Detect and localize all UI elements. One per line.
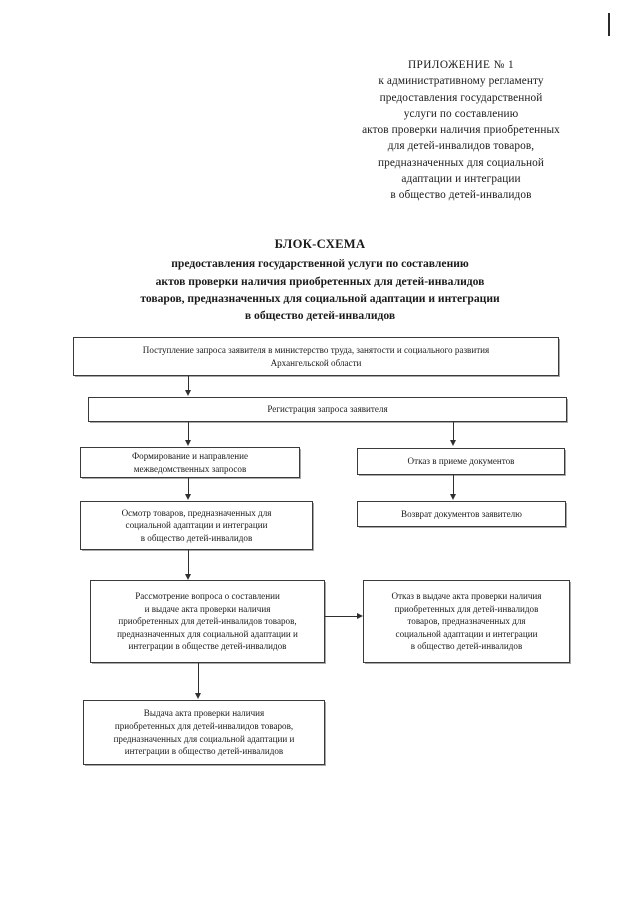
- flow-node-text: Регистрация запроса заявителя: [95, 403, 560, 416]
- node9-line-4: интеграции в общество детей-инвалидов: [124, 746, 284, 757]
- flow-node-request-received: Поступление запроса заявителя в министер…: [73, 337, 559, 376]
- node8-line-4: социальной адаптации и интеграции: [395, 628, 538, 639]
- node8-line-3: товаров, предназначенных для: [407, 616, 526, 627]
- edge-n5-n7-line: [188, 550, 190, 575]
- flow-node-text: Выдача акта проверки наличия приобретенн…: [90, 707, 318, 757]
- flow-node-refusal-accept-documents: Отказ в приеме документов: [357, 448, 565, 475]
- node7-line-2: и выдаче акта проверки наличия: [144, 603, 271, 614]
- node8-line-5: в общество детей-инвалидов: [410, 641, 523, 652]
- node5-line-2: социальной адаптации и интеграции: [125, 520, 268, 531]
- page-title: БЛОК-СХЕМА предоставления государственно…: [40, 236, 600, 324]
- edge-n7-n9-arrowhead: [195, 693, 201, 699]
- flow-node-text: Отказ в приеме документов: [364, 455, 558, 468]
- edge-n7-n8-line: [325, 616, 358, 618]
- node7-line-5: интеграции в обществе детей-инвалидов: [128, 641, 287, 652]
- title-line-4: в общество детей-инвалидов: [244, 309, 396, 323]
- edge-n1-n2-line: [188, 376, 190, 391]
- node4-line-1: Отказ в приеме документов: [407, 456, 515, 467]
- title-heading: БЛОК-СХЕМА: [274, 237, 366, 251]
- title-line-2: актов проверки наличия приобретенных для…: [155, 274, 485, 288]
- appendix-line-1: ПРИЛОЖЕНИЕ № 1: [407, 59, 515, 71]
- edge-n7-n8-arrowhead: [357, 613, 363, 619]
- edge-n7-n9-line: [198, 663, 200, 694]
- edge-n2-n3-line: [188, 422, 190, 441]
- flow-node-text: Отказ в выдаче акта проверки наличия при…: [370, 590, 563, 653]
- edge-n4-n6-arrowhead: [450, 494, 456, 500]
- edge-n3-n5-line: [188, 478, 190, 495]
- appendix-header: ПРИЛОЖЕНИЕ № 1 к административному регла…: [330, 57, 592, 204]
- node9-line-3: предназначенных для социальной адаптации…: [113, 733, 295, 744]
- edge-n2-n3-arrowhead: [185, 440, 191, 446]
- node6-line-1: Возврат документов заявителю: [401, 508, 522, 519]
- appendix-line-5: актов проверки наличия приобретенных: [362, 124, 560, 137]
- appendix-line-8: адаптации и интеграции: [401, 173, 521, 186]
- margin-tick-mark: [608, 13, 610, 36]
- node8-line-1: Отказ в выдаче акта проверки наличия: [391, 591, 542, 602]
- flow-node-goods-inspection: Осмотр товаров, предназначенных для соци…: [80, 501, 313, 550]
- node5-line-3: в общество детей-инвалидов: [140, 532, 253, 543]
- node3-line-2: межведомственных запросов: [133, 463, 247, 474]
- node1-line-2: Архангельской области: [270, 357, 362, 368]
- flow-node-text: Рассмотрение вопроса о составлении и выд…: [97, 590, 318, 653]
- flow-node-interdepartmental-requests: Формирование и направление межведомствен…: [80, 447, 300, 478]
- node9-line-1: Выдача акта проверки наличия: [143, 708, 265, 719]
- flow-node-text: Поступление запроса заявителя в министер…: [80, 344, 552, 369]
- node7-line-1: Рассмотрение вопроса о составлении: [135, 591, 280, 602]
- node7-line-3: приобретенных для детей-инвалидов товаро…: [118, 616, 297, 627]
- appendix-line-7: предназначенных для социальной: [377, 156, 545, 169]
- node7-line-4: предназначенных для социальной адаптации…: [117, 628, 298, 639]
- appendix-line-6: для детей-инвалидов товаров,: [387, 140, 535, 153]
- edge-n3-n5-arrowhead: [185, 494, 191, 500]
- node1-line-1: Поступление запроса заявителя в министер…: [142, 344, 490, 355]
- node3-line-1: Формирование и направление: [132, 450, 248, 461]
- title-line-1: предоставления государственной услуги по…: [171, 257, 469, 271]
- appendix-line-3: предоставления государственной: [379, 91, 543, 104]
- flow-node-text: Формирование и направление межведомствен…: [87, 450, 293, 475]
- edge-n5-n7-arrowhead: [185, 574, 191, 580]
- flow-node-request-registration: Регистрация запроса заявителя: [88, 397, 567, 422]
- appendix-line-2: к административному регламенту: [378, 75, 544, 88]
- edge-n1-n2-arrowhead: [185, 390, 191, 396]
- node2-line-1: Регистрация запроса заявителя: [267, 404, 388, 415]
- appendix-line-4: услуги по составлению: [403, 107, 519, 120]
- flow-node-review-issuance: Рассмотрение вопроса о составлении и выд…: [90, 580, 325, 663]
- node9-line-2: приобретенных для детей-инвалидов товаро…: [114, 720, 294, 731]
- appendix-line-9: в общество детей-инвалидов: [390, 189, 532, 202]
- flow-node-return-documents: Возврат документов заявителю: [357, 501, 566, 527]
- edge-n2-n4-arrowhead: [450, 440, 456, 446]
- flow-node-text: Возврат документов заявителю: [364, 508, 559, 521]
- edge-n2-n4-line: [453, 422, 455, 441]
- title-line-3: товаров, предназначенных для социальной …: [140, 291, 500, 305]
- flow-node-refusal-issue-act: Отказ в выдаче акта проверки наличия при…: [363, 580, 570, 663]
- flow-node-issue-act: Выдача акта проверки наличия приобретенн…: [83, 700, 325, 765]
- node8-line-2: приобретенных для детей-инвалидов: [394, 603, 539, 614]
- node5-line-1: Осмотр товаров, предназначенных для: [121, 507, 272, 518]
- flow-node-text: Осмотр товаров, предназначенных для соци…: [87, 507, 306, 545]
- edge-n4-n6-line: [453, 475, 455, 495]
